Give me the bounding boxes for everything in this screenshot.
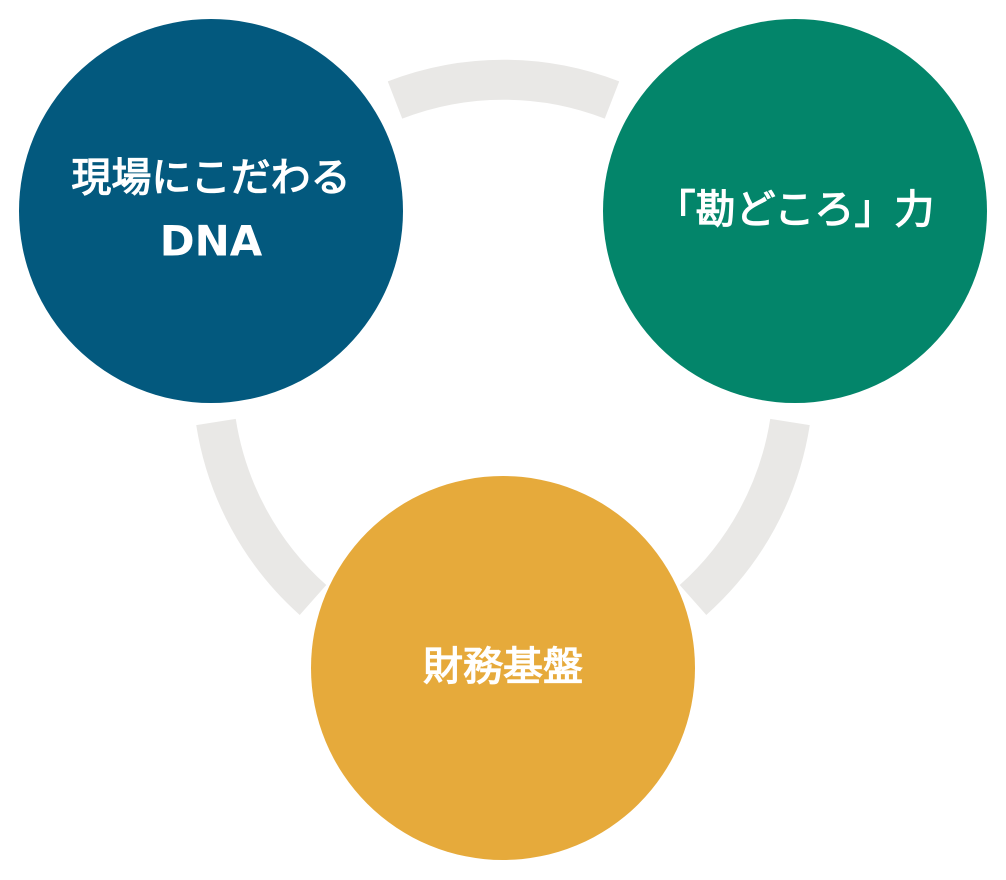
node-genba-dna-circle — [19, 19, 403, 403]
node-kandokoro: 「勘どころ」力 — [603, 19, 987, 403]
node-kandokoro-circle — [603, 19, 987, 403]
connector-arc-top — [387, 59, 620, 119]
connector-arc-right — [679, 418, 810, 615]
node-genba-dna-label-line2: DNA — [160, 217, 263, 266]
node-zaimu-kiban-label: 財務基盤 — [423, 644, 583, 690]
node-genba-dna-label-line1: 現場にこだわる — [71, 155, 350, 201]
node-kandokoro-label: 「勘どころ」力 — [656, 187, 935, 233]
connector-arc-left — [196, 418, 327, 615]
connector-ring — [196, 59, 810, 615]
node-zaimu-kiban: 財務基盤 — [311, 476, 695, 860]
node-zaimu-kiban-circle — [311, 476, 695, 860]
node-genba-dna: 現場にこだわる DNA — [19, 19, 403, 403]
